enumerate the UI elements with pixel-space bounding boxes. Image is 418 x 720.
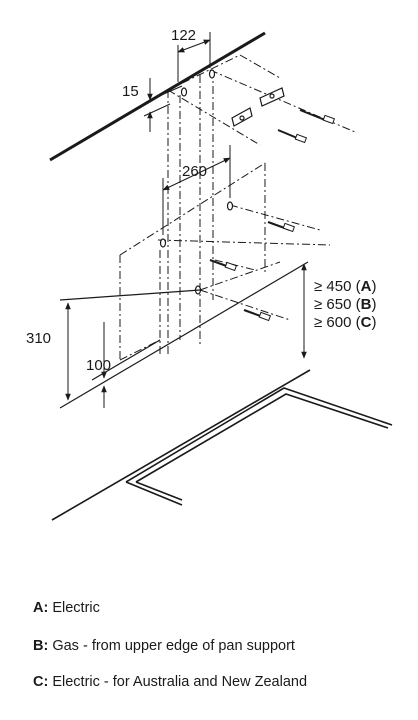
legend-text-b: Gas - from upper edge of pan support bbox=[52, 638, 295, 654]
dimension-310-label: 310 bbox=[26, 330, 51, 347]
legend-item-c: C: Electric - for Australia and New Zeal… bbox=[33, 673, 307, 691]
svg-text:≥ 450 (A): ≥ 450 (A) bbox=[314, 278, 376, 295]
installation-diagram: 122 15 260 310 100 ≥ 450 (A) ≥ 6 bbox=[26, 27, 393, 521]
legend-text-a: Electric bbox=[52, 600, 100, 616]
dimension-100-label: 100 bbox=[86, 357, 111, 374]
clearance-values: ≥ 450 (A) ≥ 650 (B) ≥ 600 (C) bbox=[314, 278, 376, 331]
lower-reference-lines bbox=[59, 261, 309, 409]
svg-text:≥ 650 (B): ≥ 650 (B) bbox=[314, 296, 376, 313]
svg-text:≥ 600 (C): ≥ 600 (C) bbox=[314, 314, 376, 331]
dimension-260 bbox=[162, 145, 231, 235]
dimension-15-label: 15 bbox=[122, 83, 139, 100]
screw-plugs bbox=[209, 109, 336, 322]
legend-text-c: Electric - for Australia and New Zealand bbox=[52, 674, 308, 690]
dimension-15 bbox=[143, 78, 183, 132]
legend-key-c: C: bbox=[33, 674, 49, 690]
legend-key-b: B: bbox=[33, 638, 49, 654]
dimension-260-label: 260 bbox=[182, 163, 207, 180]
dimension-122 bbox=[177, 32, 211, 82]
mounting-brackets bbox=[231, 87, 285, 127]
legend-item-a: A: Electric bbox=[33, 599, 100, 617]
dimension-122-label: 122 bbox=[171, 27, 196, 44]
legend-key-a: A: bbox=[33, 600, 49, 616]
legend-item-b: B: Gas - from upper edge of pan support bbox=[33, 637, 295, 655]
hob-surface bbox=[51, 369, 393, 521]
drill-holes bbox=[159, 69, 234, 295]
